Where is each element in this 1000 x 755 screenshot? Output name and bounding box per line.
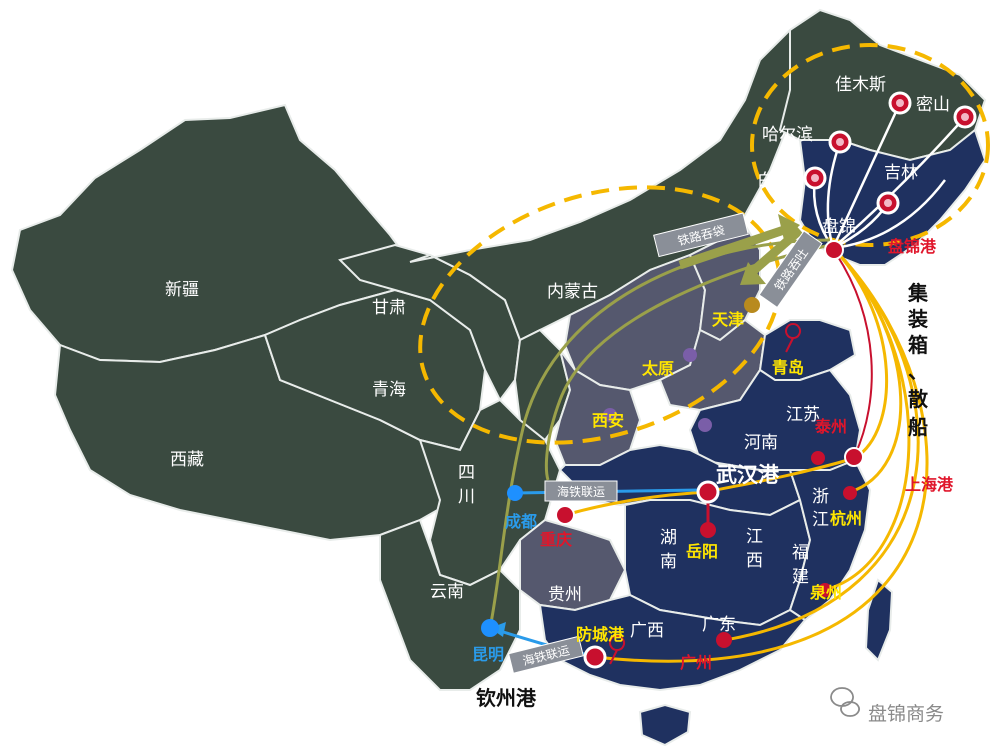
hangzhou-marker: [843, 486, 857, 500]
label-yunnan: 云南: [430, 582, 464, 602]
label-mishan: 密山: [916, 95, 950, 115]
label-xinjiang: 新疆: [165, 280, 199, 300]
label-fujian-1: 福: [792, 543, 809, 563]
label-sichuan-2: 川: [458, 487, 475, 507]
label-hunan-1: 湖: [660, 528, 677, 548]
label-qingdao: 青岛: [772, 358, 804, 377]
label-zhejiang-2: 江: [812, 510, 829, 530]
label-kunming: 昆明: [472, 645, 504, 664]
northeast-rail-spokes: [812, 102, 966, 250]
label-wuhan-port: 武汉港: [716, 463, 780, 487]
label-tianjin: 天津: [712, 310, 744, 329]
olive-rail-lines: [488, 238, 831, 629]
label-quanzhou: 泉州: [810, 583, 842, 602]
svg-text:集: 集: [907, 281, 929, 305]
label-hunan-2: 南: [660, 552, 677, 572]
label-zhejiang-1: 浙: [812, 487, 829, 507]
wuhan-port-marker: [696, 480, 720, 504]
label-guangzhou: 广州: [680, 653, 712, 672]
northeast-city-markers: [803, 91, 977, 215]
chongqing-marker: [555, 505, 575, 525]
label-guizhou: 贵州: [548, 585, 582, 605]
rail-arrowhead-northwest: [778, 214, 800, 240]
rail-arrow-northwest: [678, 223, 792, 270]
quanzhou-marker: [818, 583, 832, 597]
label-chengdu: 成都: [505, 512, 537, 531]
svg-text:散: 散: [908, 387, 929, 411]
label-xian: 西安: [592, 411, 624, 430]
label-sichuan-1: 四: [458, 463, 475, 483]
label-fangcheng-port: 防城港: [576, 625, 625, 644]
kunming-marker: [481, 619, 499, 637]
label-qinghai: 青海: [372, 380, 406, 400]
yellow-sea-routes: [564, 248, 929, 663]
guizhou-region: [519, 518, 627, 612]
label-taiyuan: 太原: [641, 359, 674, 378]
hainan-island: [638, 703, 692, 747]
label-panjin-small: 盘锦: [822, 217, 856, 237]
taiwan-island: [864, 578, 894, 662]
wechat-icon: [830, 687, 860, 717]
label-jiangxi-1: 江: [746, 527, 763, 547]
chengdu-marker: [507, 485, 523, 501]
taiyuan-marker: [683, 348, 697, 362]
qinghai-region: [263, 288, 487, 452]
qingdao-pin-icon: [785, 323, 802, 353]
red-coastal-line: [834, 251, 873, 456]
label-yueyang: 岳阳: [686, 542, 718, 561]
vertical-note: 集 装 箱 、 散 船: [907, 281, 929, 439]
label-panjin-port: 盘锦港: [888, 237, 937, 256]
guangxi-guangdong-region: [538, 593, 807, 692]
guangzhou-marker: [716, 632, 732, 648]
svg-text:装: 装: [907, 307, 928, 331]
label-gansu: 甘肃: [372, 298, 406, 318]
label-jilin: 吉林: [884, 163, 918, 183]
label-henan: 河南: [744, 433, 778, 453]
tag-sea-rail-north: 海铁联运: [544, 480, 618, 502]
qinzhou-pin-icon: [609, 635, 626, 665]
label-jiangsu: 江苏: [786, 405, 820, 425]
label-neimenggu: 内蒙古: [547, 282, 598, 302]
label-hangzhou: 杭州: [830, 509, 862, 528]
label-guangxi: 广西: [630, 621, 664, 641]
shanghai-port-marker: [844, 447, 864, 467]
taizhou-marker: [811, 451, 825, 465]
svg-text:船: 船: [908, 415, 928, 439]
svg-text:海铁联运: 海铁联运: [557, 484, 605, 499]
henan-marker: [698, 418, 712, 432]
label-jiangxi-2: 西: [746, 551, 763, 571]
svg-text:箱: 箱: [908, 333, 928, 357]
watermark: 盘锦商务: [830, 687, 944, 725]
label-jiamusi: 佳木斯: [835, 75, 886, 95]
svg-text:盘锦商务: 盘锦商务: [868, 703, 944, 725]
label-taizhou: 泰州: [814, 417, 847, 436]
label-fujian-2: 建: [792, 567, 809, 587]
xian-marker: [603, 408, 617, 422]
label-shanghai-port: 上海港: [905, 475, 954, 494]
label-guangdong: 广东: [702, 615, 736, 635]
svg-text:、: 、: [908, 359, 928, 383]
yunnan-region: [379, 518, 521, 691]
label-qinzhou-port: 钦州港: [476, 686, 537, 710]
yueyang-marker: [700, 522, 716, 538]
panjin-port-marker: [824, 240, 844, 260]
label-haerbin: 哈尔滨: [762, 125, 813, 145]
northeast-dashed-ring: [750, 43, 990, 247]
label-baicheng: 白城: [757, 171, 791, 191]
label-chongqing: 重庆: [540, 530, 572, 549]
tianjin-marker: [744, 297, 760, 313]
label-xizang: 西藏: [170, 450, 204, 470]
qinzhou-fangcheng-marker: [583, 645, 607, 669]
